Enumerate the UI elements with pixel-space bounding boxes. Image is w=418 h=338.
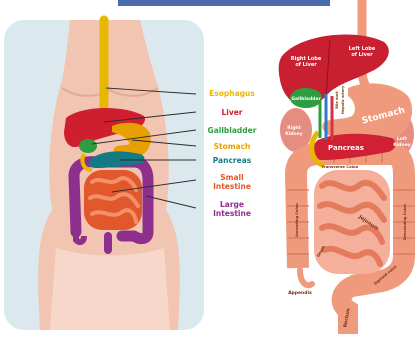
appendix-right-shape: [300, 270, 312, 285]
label-right-gallbladder: Gallbladder: [291, 96, 321, 102]
label-esophagus: Esophagus: [209, 89, 255, 98]
label-right-kidney-line1: Right: [287, 125, 301, 131]
organ-illustration: Esophagus Right Lobe of Liver Left Lobe …: [279, 0, 415, 334]
cropped-title-strip: [118, 0, 330, 6]
label-transverse-colon: Transverse Colon: [322, 164, 359, 169]
label-right-pancreas: Pancreas: [328, 144, 364, 152]
gallbladder-shape: [79, 139, 97, 153]
label-descending-colon: Descending Colon: [403, 203, 407, 240]
label-small-intestine-line1: Small: [220, 173, 243, 182]
label-bile-duct: Bile duct: [335, 91, 339, 109]
small-intestine-shape: [84, 170, 142, 230]
label-hepatic-artery: Hepatic artery: [341, 85, 345, 114]
label-liver: Liver: [221, 108, 242, 117]
label-large-intestine-line1: Large: [220, 200, 244, 209]
label-large-intestine-line2: Intestine: [213, 209, 251, 218]
label-right-esophagus: Esophagus: [350, 2, 356, 30]
body-panel: Esophagus Liver Gallbladder Stomach Panc…: [4, 20, 257, 330]
label-right-kidney-line2: Kidney: [285, 131, 303, 137]
label-left-lobe-line2: of Liver: [351, 52, 373, 58]
label-ascending-colon: Ascending Colon: [295, 203, 299, 237]
label-appendix: Appendix: [288, 290, 312, 296]
label-right-lobe-line2: of Liver: [295, 62, 317, 68]
underwear: [50, 248, 170, 330]
label-stomach: Stomach: [214, 142, 251, 151]
label-left-kidney-line1: Left: [397, 136, 408, 142]
label-gallbladder: Gallbladder: [208, 126, 257, 135]
label-small-intestine-line2: Intestine: [213, 182, 251, 191]
label-left-kidney-line2: Kidney: [393, 142, 411, 148]
label-pancreas: Pancreas: [213, 156, 252, 165]
